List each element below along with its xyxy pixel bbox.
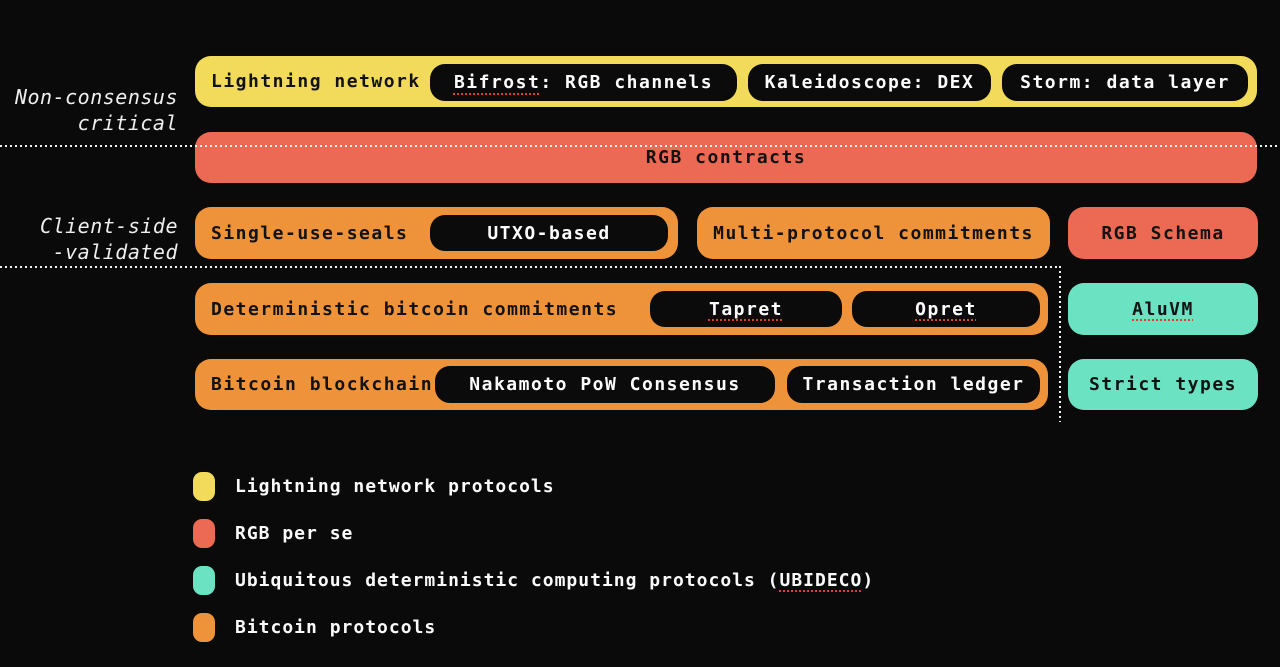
pill-label: Storm: data layer (1020, 72, 1230, 93)
layer-label: Lightning network (211, 71, 421, 92)
pill-label: Opret (915, 298, 977, 320)
pill-storm-data-layer: Storm: data layer (1002, 64, 1248, 101)
legend-label: Lightning network protocols (235, 475, 555, 497)
section-label-line: -validated (52, 240, 178, 264)
pill-opret: Opret (852, 291, 1040, 327)
legend-item-bitcoin: Bitcoin protocols (193, 612, 436, 642)
legend-label-pre: Ubiquitous deterministic computing proto… (235, 569, 780, 591)
layer-label: Bitcoin blockchain (211, 374, 434, 395)
legend-item-lightning: Lightning network protocols (193, 471, 555, 501)
separator-non-consensus (0, 145, 1280, 147)
section-label-line: critical (77, 111, 178, 135)
layer-label: RGB contracts (645, 147, 807, 168)
pill-utxo-based: UTXO-based (430, 215, 668, 251)
pill-label: UTXO-based (487, 222, 611, 244)
legend-item-ubideco: Ubiquitous deterministic computing proto… (193, 565, 874, 595)
layer-strict-types: Strict types (1068, 359, 1258, 410)
legend-item-rgb: RGB per se (193, 518, 353, 548)
legend-swatch-yellow (193, 471, 215, 501)
layer-label: RGB Schema (1101, 222, 1225, 244)
section-label-line: Non-consensus (14, 85, 178, 109)
legend-label: RGB per se (235, 522, 354, 544)
legend-swatch-orange (193, 612, 215, 642)
layer-rgb-contracts: RGB contracts (195, 132, 1257, 183)
pill-transaction-ledger: Transaction ledger (787, 366, 1040, 403)
pill-label-marked: Bifrost (453, 72, 541, 93)
layer-label: Single-use-seals (211, 222, 409, 244)
separator-vertical (1059, 266, 1061, 422)
layer-label: AluVM (1132, 298, 1194, 320)
layer-aluvm: AluVM (1068, 283, 1258, 335)
layer-label: Multi-protocol commitments (713, 222, 1034, 244)
legend-swatch-salmon (193, 518, 215, 548)
layer-multi-protocol-commitments: Multi-protocol commitments (697, 207, 1050, 259)
legend-label-post: ) (862, 569, 875, 591)
pill-label: Tapret (708, 298, 784, 320)
pill-label: Nakamoto PoW Consensus (469, 374, 741, 395)
section-label-non-consensus: Non-consensus critical (0, 84, 178, 136)
pill-label: : RGB channels (540, 72, 714, 93)
layer-rgb-schema: RGB Schema (1068, 207, 1258, 259)
legend-label-marked: UBIDECO (779, 569, 863, 591)
pill-nakamoto-pow-consensus: Nakamoto PoW Consensus (435, 366, 775, 403)
pill-tapret: Tapret (650, 291, 842, 327)
section-label-line: Client-side (40, 214, 178, 238)
legend-label: Bitcoin protocols (235, 616, 437, 638)
legend-swatch-teal (193, 565, 215, 595)
layer-label: Strict types (1088, 374, 1238, 395)
section-label-client-side: Client-side -validated (0, 213, 178, 265)
pill-kaleidoscope-dex: Kaleidoscope: DEX (748, 64, 991, 101)
layer-label: Deterministic bitcoin commitments (211, 298, 619, 320)
legend-label: Ubiquitous deterministic computing proto… (235, 570, 874, 591)
separator-client-side (0, 266, 1060, 268)
pill-label: Transaction ledger (802, 374, 1025, 395)
pill-bifrost-rgb-channels: Bifrost: RGB channels (430, 64, 737, 101)
pill-label: Kaleidoscope: DEX (764, 72, 975, 93)
